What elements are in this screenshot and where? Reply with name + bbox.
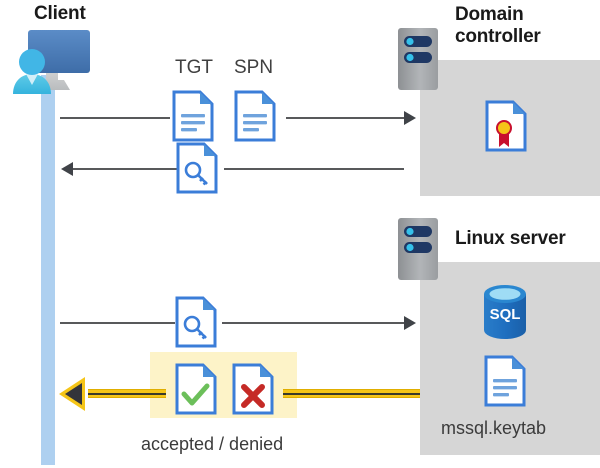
flow-line-ticket-to-client	[73, 168, 178, 170]
server-rack-icon-linux	[398, 218, 438, 280]
page-title-linux-server: Linux server	[455, 228, 566, 249]
keytab-filename-label: mssql.keytab	[441, 418, 547, 438]
flow-line-client-to-tgt	[60, 117, 170, 119]
tgt-label: TGT	[175, 57, 213, 78]
result-flow-arrowhead	[59, 377, 85, 411]
page-title-domain-controller: Domain controller	[455, 4, 600, 48]
flow-line-client-to-service-ticket	[60, 322, 175, 324]
flow-arrowhead-to-client-ticket	[61, 162, 73, 176]
sql-database-icon: SQL	[480, 285, 530, 339]
client-user-monitor-icon	[8, 26, 94, 98]
key-document-icon-service-ticket	[175, 296, 217, 348]
page-title-client: Client	[34, 3, 86, 24]
flow-arrowhead-to-linux	[404, 316, 416, 330]
key-document-icon-tgt-ticket	[176, 142, 218, 194]
domain-controller-title-line2: controller	[455, 26, 541, 47]
text-document-icon-tgt	[172, 90, 214, 142]
flow-arrowhead-to-dc	[404, 111, 416, 125]
domain-controller-title-line1: Domain	[455, 4, 524, 25]
flow-line-spn-to-dc	[286, 117, 404, 119]
client-lifeline	[41, 75, 55, 465]
result-flow-line-left	[88, 389, 166, 398]
result-flow-line-right	[283, 389, 420, 398]
check-document-icon-accepted	[175, 363, 217, 415]
flow-line-service-ticket-to-linux	[222, 322, 404, 324]
text-document-icon-spn	[234, 90, 276, 142]
result-caption-label: accepted / denied	[141, 434, 284, 454]
spn-label: SPN	[234, 57, 274, 78]
cross-document-icon-denied	[232, 363, 274, 415]
flow-line-dc-to-ticket	[224, 168, 404, 170]
server-rack-icon-dc	[398, 28, 438, 90]
text-document-icon-keytab	[484, 355, 526, 407]
svg-text:SQL: SQL	[490, 306, 521, 323]
certificate-document-icon	[485, 100, 527, 152]
result-highlight-panel	[150, 352, 297, 418]
